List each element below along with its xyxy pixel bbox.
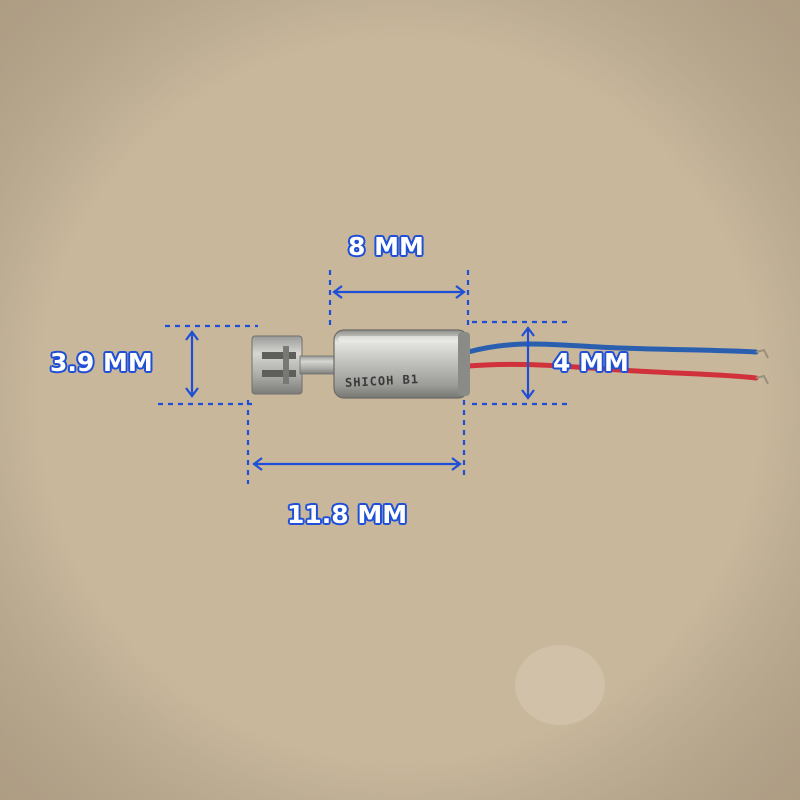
red-wire-tip xyxy=(755,374,769,385)
body-length-label: 8 MM xyxy=(347,231,424,261)
red-wire xyxy=(465,361,759,381)
head-diameter-label: 3.9 MM xyxy=(49,347,153,377)
eccentric-weight xyxy=(251,335,303,395)
blue-wire-tip xyxy=(755,348,769,359)
background-blur-spot xyxy=(515,645,605,725)
blue-wire xyxy=(465,341,759,355)
dimension-lines xyxy=(158,270,568,484)
motor-body xyxy=(333,329,470,399)
body-diameter-label: 4 MM xyxy=(552,347,629,377)
total-length-label: 11.8 MM xyxy=(286,499,408,529)
